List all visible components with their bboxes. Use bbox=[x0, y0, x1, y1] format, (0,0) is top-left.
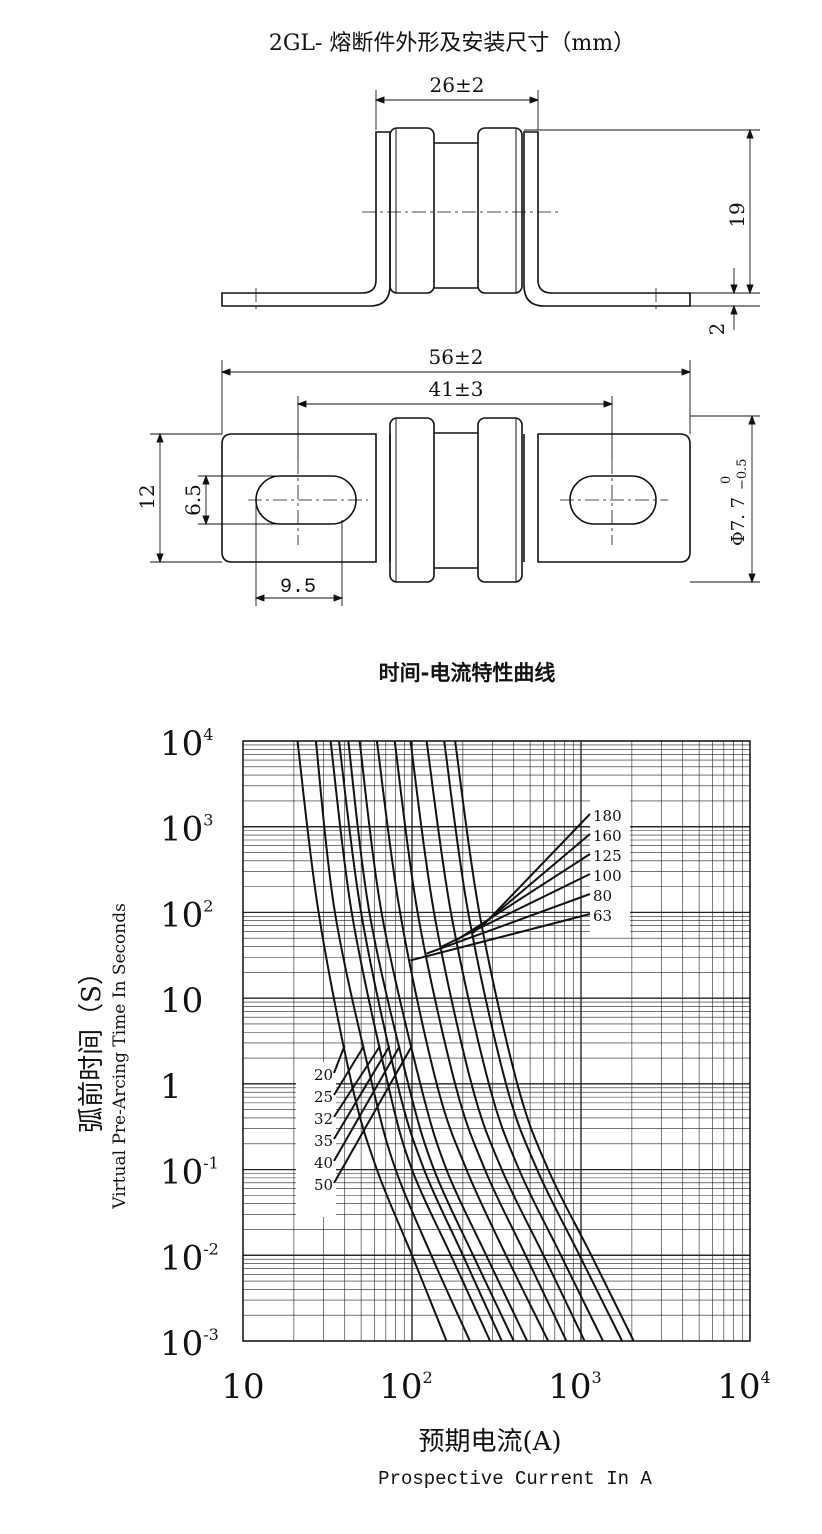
curve-20A bbox=[296, 740, 448, 1342]
curve-32A bbox=[329, 740, 492, 1342]
leader-50 bbox=[333, 1045, 413, 1184]
legend-label-80: 80 bbox=[593, 887, 612, 905]
leader-180 bbox=[481, 813, 591, 927]
dim-tab-width bbox=[150, 432, 280, 564]
legend-label-32: 32 bbox=[314, 1110, 333, 1128]
plot-frame bbox=[242, 740, 751, 1342]
dim-side-width bbox=[374, 90, 540, 130]
curve-63A bbox=[375, 740, 550, 1342]
curve-125A bbox=[425, 740, 604, 1342]
curve-100A bbox=[409, 740, 586, 1342]
dim-hole-pitch-label: 41±3 bbox=[429, 377, 484, 401]
drawing-title: 2GL- 熔断件外形及安装尺寸（mm） bbox=[269, 31, 635, 56]
x-tick-label: 104 bbox=[717, 1367, 770, 1407]
legend-label-180: 180 bbox=[593, 807, 622, 825]
y-tick-label: 10-1 bbox=[160, 1153, 219, 1193]
leader-40 bbox=[333, 1045, 401, 1162]
dim-slot-length bbox=[254, 500, 344, 606]
fuse-top-view bbox=[221, 417, 691, 583]
legend-label-160: 160 bbox=[593, 827, 622, 845]
dim-height bbox=[524, 128, 760, 330]
legend-label-35: 35 bbox=[314, 1132, 333, 1150]
legend-label-40: 40 bbox=[314, 1154, 333, 1172]
dim-overall-length bbox=[220, 360, 692, 460]
dim-side-width-label: 26±2 bbox=[430, 73, 485, 97]
dim-tab-thickness-label: 2 bbox=[705, 323, 729, 336]
leader-35 bbox=[333, 1045, 391, 1140]
dim-tab-width-label: 12 bbox=[135, 484, 159, 509]
curve-35A bbox=[338, 740, 503, 1342]
curve-25A bbox=[314, 740, 471, 1342]
side-view-centerlines bbox=[255, 211, 657, 310]
legend-label-20: 20 bbox=[314, 1066, 333, 1084]
x-axis-label: 预期电流(A) bbox=[418, 1427, 561, 1457]
svg-text:−0.5: −0.5 bbox=[735, 458, 750, 490]
legend-label-100: 100 bbox=[593, 867, 622, 885]
curve-180A bbox=[454, 740, 635, 1342]
y-tick-label: 10-2 bbox=[160, 1238, 219, 1278]
leader-100 bbox=[441, 873, 591, 948]
y-tick-label: 10-3 bbox=[160, 1324, 219, 1364]
chart-legend: 180 160 125 100 80 63 20 25 32 35 40 50 bbox=[296, 800, 630, 1217]
leader-25 bbox=[333, 1045, 365, 1096]
y-axis-label: 弧前时间（S） bbox=[77, 959, 107, 1133]
svg-text:Φ7. 7: Φ7. 7 bbox=[728, 497, 749, 546]
chart-grid bbox=[242, 740, 751, 1342]
curve-80A bbox=[393, 740, 568, 1342]
y-tick-label: 102 bbox=[160, 895, 213, 935]
top-view-centerlines bbox=[248, 460, 668, 545]
legend-box-left bbox=[296, 1062, 336, 1217]
legend-box-right bbox=[590, 800, 630, 932]
x-tick-label: 10 bbox=[221, 1367, 264, 1407]
leader-80 bbox=[426, 893, 591, 955]
legend-label-50: 50 bbox=[314, 1176, 333, 1194]
y-axis-label-en: Virtual Pre-Arcing Time In Seconds bbox=[110, 903, 130, 1210]
legend-label-125: 125 bbox=[593, 847, 622, 865]
curve-160A bbox=[443, 740, 623, 1342]
chart-title: 时间-电流特性曲线 bbox=[379, 661, 556, 685]
y-tick-label: 103 bbox=[160, 810, 213, 850]
y-tick-label: 104 bbox=[160, 724, 213, 764]
x-axis-label-en: Prospective Current In A bbox=[378, 1468, 652, 1490]
dim-diameter bbox=[690, 414, 760, 584]
dim-slot-width-label: 6.5 bbox=[181, 484, 205, 516]
dim-overall-length-label: 56±2 bbox=[429, 345, 484, 369]
fuse-side-view bbox=[221, 127, 691, 307]
dim-height-label: 19 bbox=[725, 202, 749, 227]
dim-slot-length-label: 9.5 bbox=[280, 576, 316, 599]
chart-curves bbox=[296, 740, 635, 1342]
legend-label-25: 25 bbox=[314, 1088, 333, 1106]
leader-125 bbox=[456, 853, 591, 941]
leader-32 bbox=[333, 1045, 381, 1118]
dim-diameter-label: Φ7. 7 0 −0.5 bbox=[719, 458, 750, 546]
curve-40A bbox=[347, 740, 515, 1342]
x-tick-label: 103 bbox=[548, 1367, 601, 1407]
leader-63 bbox=[410, 913, 591, 962]
y-tick-label: 10 bbox=[160, 981, 203, 1021]
leader-20 bbox=[333, 1045, 346, 1074]
legend-label-63: 63 bbox=[593, 907, 612, 925]
svg-text:0: 0 bbox=[719, 476, 734, 484]
y-tick-label: 1 bbox=[160, 1067, 182, 1107]
x-tick-label: 102 bbox=[379, 1367, 432, 1407]
curve-50A bbox=[358, 740, 529, 1342]
